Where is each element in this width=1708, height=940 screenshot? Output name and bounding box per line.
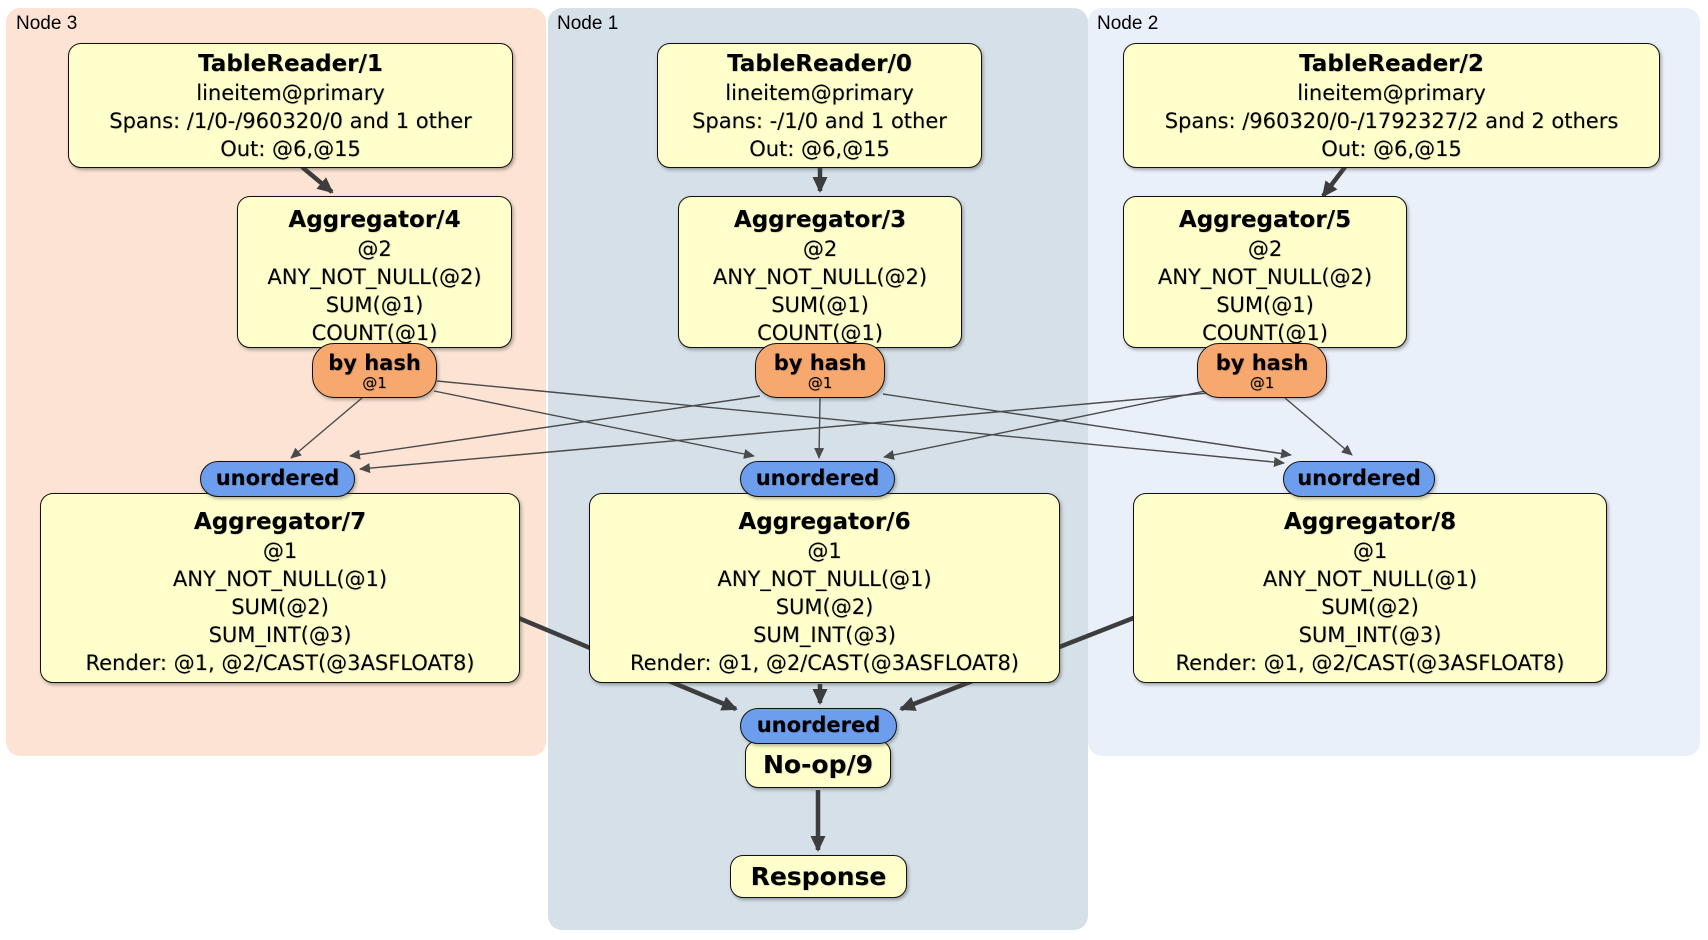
sync-unordered-node1: unordered (740, 461, 895, 497)
hash-distribution-edges (290, 380, 1353, 474)
processor-tablereader-2: TableReader/2 lineitem@primary Spans: /9… (1123, 43, 1660, 168)
processor-title: No-op/9 (762, 749, 874, 779)
processor-detail: COUNT(@1) (1202, 321, 1328, 345)
router-detail: @1 (807, 373, 833, 392)
processor-title: Aggregator/6 (738, 509, 911, 535)
processor-tablereader-0: TableReader/0 lineitem@primary Spans: -/… (657, 43, 982, 168)
processor-response: Response (730, 855, 907, 898)
processor-title: Aggregator/7 (193, 509, 367, 535)
processor-detail: Spans: /960320/0-/1792327/2 and 2 others (1164, 109, 1619, 133)
processor-detail: lineitem@primary (1297, 81, 1486, 105)
processor-detail: SUM(@2) (1321, 595, 1419, 619)
processor-detail: Out: @6,@15 (1321, 137, 1462, 161)
processor-detail: Render: @1, @2/CAST(@3ASFLOAT8) (85, 651, 475, 675)
processor-detail: SUM(@2) (231, 595, 329, 619)
processor-title: TableReader/2 (1299, 51, 1484, 77)
processor-detail: lineitem@primary (196, 81, 385, 105)
processor-title: Aggregator/8 (1283, 509, 1457, 535)
processor-detail: COUNT(@1) (311, 321, 438, 345)
processor-detail: Render: @1, @2/CAST(@3ASFLOAT8) (629, 651, 1020, 675)
processor-detail: ANY_NOT_NULL(@1) (717, 567, 932, 591)
processor-detail: ANY_NOT_NULL(@2) (712, 265, 928, 289)
processor-title: TableReader/0 (727, 51, 912, 77)
processor-detail: @2 (802, 237, 838, 261)
processor-detail: SUM_INT(@3) (1298, 623, 1442, 647)
processor-detail: SUM_INT(@3) (208, 623, 352, 647)
processor-detail: @1 (1352, 539, 1388, 563)
sync-unordered-final: unordered (740, 708, 897, 744)
processor-detail: @2 (357, 237, 392, 261)
router-by-hash-node1: by hash @1 (755, 343, 885, 398)
processor-detail: Spans: /1/0-/960320/0 and 1 other (109, 109, 472, 133)
processor-detail: Out: @6,@15 (749, 137, 890, 161)
processor-aggregator-4: Aggregator/4 @2 ANY_NOT_NULL(@2) SUM(@1)… (237, 196, 512, 348)
processor-detail: @2 (1247, 237, 1283, 261)
region-node3-label: Node 3 (16, 13, 78, 34)
processor-title: Aggregator/5 (1178, 207, 1352, 233)
processor-detail: @1 (262, 539, 298, 563)
router-label: by hash (1215, 350, 1309, 375)
processor-aggregator-7: Aggregator/7 @1 ANY_NOT_NULL(@1) SUM(@2)… (40, 493, 520, 683)
processor-detail: ANY_NOT_NULL(@1) (172, 567, 388, 591)
processor-aggregator-5: Aggregator/5 @2 ANY_NOT_NULL(@2) SUM(@1)… (1123, 196, 1407, 348)
processor-detail: lineitem@primary (725, 81, 914, 105)
router-by-hash-node3: by hash @1 (312, 343, 437, 398)
router-detail: @1 (1249, 373, 1275, 392)
router-label: by hash (328, 350, 421, 375)
sync-unordered-node2: unordered (1283, 461, 1435, 497)
region-node1-label: Node 1 (557, 13, 619, 34)
processor-detail: ANY_NOT_NULL(@2) (267, 265, 482, 289)
router-detail: @1 (362, 373, 387, 392)
processor-detail: @1 (807, 539, 842, 563)
processor-detail: Render: @1, @2/CAST(@3ASFLOAT8) (1175, 651, 1565, 675)
processor-title: TableReader/1 (198, 51, 383, 77)
processor-detail: ANY_NOT_NULL(@1) (1262, 567, 1478, 591)
processor-detail: COUNT(@1) (757, 321, 883, 345)
processor-detail: SUM(@2) (775, 595, 874, 619)
processor-detail: SUM(@1) (325, 293, 424, 317)
processor-noop-9: No-op/9 (745, 740, 891, 788)
processor-aggregator-3: Aggregator/3 @2 ANY_NOT_NULL(@2) SUM(@1)… (678, 196, 962, 348)
processor-detail: ANY_NOT_NULL(@2) (1157, 265, 1373, 289)
processor-detail: Spans: -/1/0 and 1 other (692, 109, 947, 133)
processor-detail: SUM(@1) (1216, 293, 1314, 317)
processor-title: Aggregator/3 (733, 207, 907, 233)
processor-tablereader-1: TableReader/1 lineitem@primary Spans: /1… (68, 43, 513, 168)
router-by-hash-node2: by hash @1 (1197, 343, 1327, 398)
region-node2-label: Node 2 (1097, 13, 1159, 34)
processor-detail: SUM(@1) (771, 293, 869, 317)
router-label: by hash (773, 350, 867, 375)
processor-title: Aggregator/4 (288, 207, 461, 233)
sync-unordered-node3: unordered (200, 461, 355, 497)
processor-aggregator-6: Aggregator/6 @1 ANY_NOT_NULL(@1) SUM(@2)… (589, 493, 1060, 683)
processor-detail: SUM_INT(@3) (753, 623, 896, 647)
processor-title: Response (750, 862, 887, 891)
processor-aggregator-8: Aggregator/8 @1 ANY_NOT_NULL(@1) SUM(@2)… (1133, 493, 1607, 683)
processor-detail: Out: @6,@15 (220, 137, 361, 161)
